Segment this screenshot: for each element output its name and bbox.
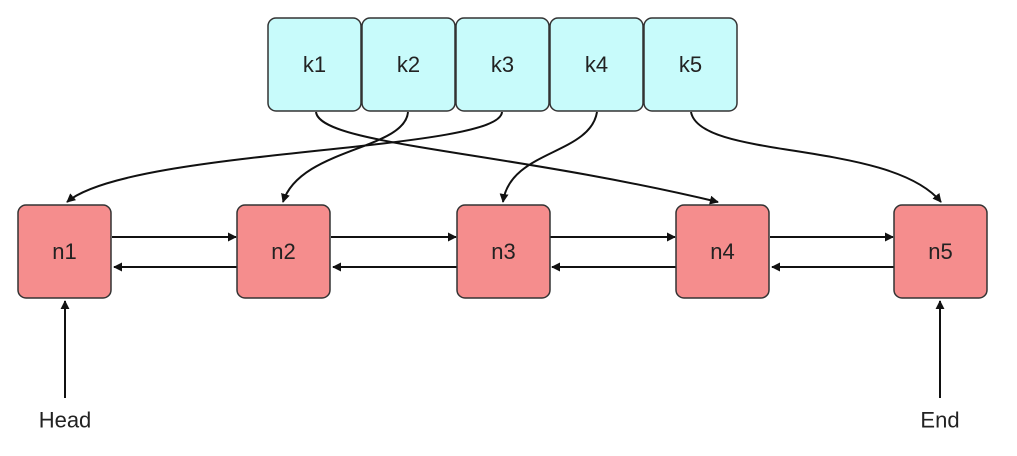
node-label: n5 [928, 239, 952, 264]
edge-k2-n2 [281, 111, 409, 203]
end-pointer: End [920, 300, 960, 433]
node-label: n3 [491, 239, 515, 264]
key-k2: k2 [361, 17, 456, 112]
key-array: k1 k2 k3 k4 k5 [267, 17, 738, 112]
node-list: n1 n2 n3 n4 n5 [17, 204, 988, 299]
key-k1: k1 [267, 17, 362, 112]
node-label: n2 [271, 239, 295, 264]
node-n4: n4 [675, 204, 770, 299]
edge-k5-n5 [690, 111, 942, 203]
node-label: n1 [52, 239, 76, 264]
key-label: k2 [397, 52, 420, 77]
key-label: k4 [585, 52, 608, 77]
key-label: k3 [491, 52, 514, 77]
key-k4: k4 [549, 17, 644, 112]
node-n5: n5 [893, 204, 988, 299]
node-label: n4 [710, 239, 734, 264]
edge-k4-n3 [499, 111, 598, 203]
key-node-edges [66, 111, 942, 205]
key-k3: k3 [455, 17, 550, 112]
node-n3: n3 [456, 204, 551, 299]
node-n1: n1 [17, 204, 112, 299]
head-pointer: Head [39, 300, 92, 433]
head-label: Head [39, 408, 92, 433]
node-n2: n2 [236, 204, 331, 299]
end-label: End [920, 408, 959, 433]
edge-k3-n1 [66, 111, 503, 203]
key-label: k5 [679, 52, 702, 77]
edge-k1-n4 [315, 111, 719, 205]
key-k5: k5 [643, 17, 738, 112]
list-links [112, 232, 895, 272]
key-label: k1 [303, 52, 326, 77]
